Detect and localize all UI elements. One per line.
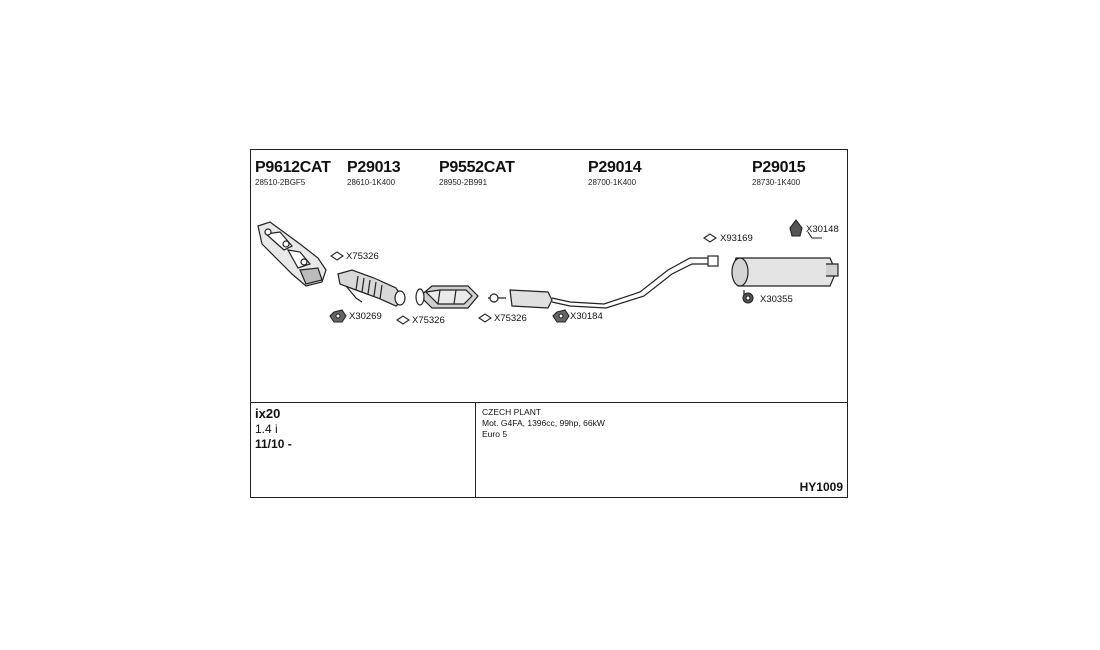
callout-nut-mid[interactable]: X30184	[570, 311, 603, 322]
section-divider	[251, 402, 847, 403]
note-emission: Euro 5	[482, 429, 508, 439]
note-plant: CZECH PLANT	[482, 407, 542, 417]
diagram-frame: P9612CAT 28510-2BGF5 P29013 28610-1K400 …	[250, 149, 848, 498]
manifold-catalyst-drawing	[257, 221, 327, 287]
part-code-rear-silencer[interactable]: P29015	[752, 159, 806, 176]
callout-gasket-upper[interactable]: X75326	[346, 251, 379, 262]
fitting-icons	[329, 219, 822, 325]
part-code-catalyst[interactable]: P9552CAT	[439, 159, 515, 176]
vehicle-engine: 1.4 i	[255, 422, 278, 436]
oem-code-front-pipe: 28610-1K400	[347, 178, 396, 187]
callout-gasket-right[interactable]: X75326	[494, 313, 527, 324]
callout-nut-left[interactable]: X30269	[349, 311, 382, 322]
vehicle-model: ix20	[255, 406, 281, 421]
note-engine: Mot. G4FA, 1396cc, 99hp, 66kW	[482, 418, 605, 428]
catalytic-converter-drawing	[415, 285, 479, 309]
rear-silencer-drawing	[731, 257, 839, 296]
front-pipe-drawing	[337, 269, 406, 307]
oem-code-catalyst: 28950-2B991	[439, 178, 488, 187]
oem-code-manifold-cat: 28510-2BGF5	[255, 178, 306, 187]
part-code-front-pipe[interactable]: P29013	[347, 159, 401, 176]
center-pipe-drawing	[488, 255, 719, 309]
callout-clamp[interactable]: X93169	[720, 233, 753, 244]
part-code-center-pipe[interactable]: P29014	[588, 159, 642, 176]
reference-code: HY1009	[799, 480, 843, 494]
callout-gasket-mid[interactable]: X75326	[412, 315, 445, 326]
oem-code-center-pipe: 28700-1K400	[588, 178, 637, 187]
vehicle-year: 11/10 -	[255, 437, 292, 451]
part-code-manifold-cat[interactable]: P9612CAT	[255, 159, 331, 176]
column-divider	[475, 402, 476, 497]
callout-rubber-ring[interactable]: X30355	[760, 294, 793, 305]
oem-code-rear-silencer: 28730-1K400	[752, 178, 801, 187]
callout-rubber-mount[interactable]: X30148	[806, 224, 839, 235]
